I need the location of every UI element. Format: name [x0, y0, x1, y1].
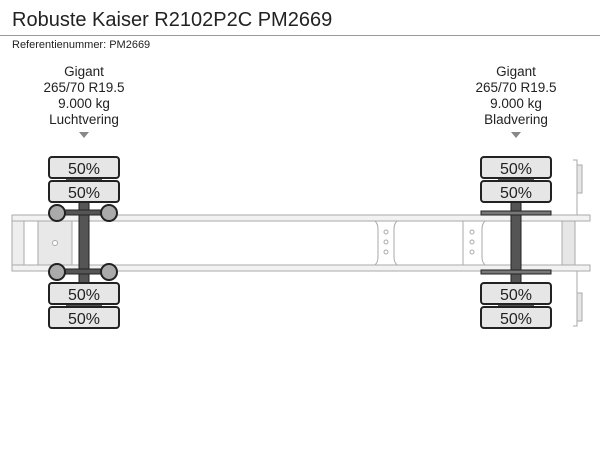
page-title: Robuste Kaiser R2102P2C PM2669: [12, 9, 333, 31]
tire-2-1: 50%: [480, 156, 552, 179]
air-bag-icon: [100, 263, 118, 281]
leaf-spring-icon: [480, 210, 552, 216]
tire-percentage: 50%: [68, 185, 100, 202]
axle-1-info: Gigant 265/70 R19.5 9.000 kg Luchtvering: [24, 64, 144, 138]
tire-percentage: 50%: [68, 161, 100, 178]
tire-percentage: 50%: [68, 287, 100, 304]
reference-number: Referentienummer: PM2669: [12, 39, 151, 51]
tire-1-2: 50%: [48, 180, 120, 203]
chassis-frame: [11, 159, 591, 327]
tire-2-2: 50%: [480, 180, 552, 203]
axle-1-brand: Gigant: [64, 64, 104, 79]
axle-1-capacity: 9.000 kg: [58, 96, 110, 111]
tire-2-4: 50%: [480, 306, 552, 329]
divider: [0, 35, 600, 36]
tire-2-3: 50%: [480, 282, 552, 305]
tire-1-3: 50%: [48, 282, 120, 305]
axle-1-tire-size: 265/70 R19.5: [43, 80, 125, 95]
axle-2-tire-size: 265/70 R19.5: [475, 80, 557, 95]
axle-2-info: Gigant 265/70 R19.5 9.000 kg Bladvering: [456, 64, 576, 138]
axle-1: 50% 50% 50% 50%: [48, 156, 120, 329]
air-bag-icon: [48, 263, 66, 281]
tire-percentage: 50%: [500, 287, 532, 304]
tire-percentage: 50%: [500, 161, 532, 178]
tire-percentage: 50%: [500, 185, 532, 202]
axle-1-suspension: Luchtvering: [49, 112, 119, 127]
pointer-triangle-icon: [79, 132, 89, 138]
air-bag-icon: [48, 204, 66, 222]
pointer-triangle-icon: [511, 132, 521, 138]
axle-2-capacity: 9.000 kg: [490, 96, 542, 111]
axle-2-brand: Gigant: [496, 64, 536, 79]
axle-2-suspension: Bladvering: [484, 112, 548, 127]
tire-1-4: 50%: [48, 306, 120, 329]
leaf-spring-icon: [480, 269, 552, 275]
air-bag-icon: [100, 204, 118, 222]
axle-2: 50% 50% 50% 50%: [480, 156, 552, 329]
tire-1-1: 50%: [48, 156, 120, 179]
tire-percentage: 50%: [68, 311, 100, 328]
tire-percentage: 50%: [500, 311, 532, 328]
